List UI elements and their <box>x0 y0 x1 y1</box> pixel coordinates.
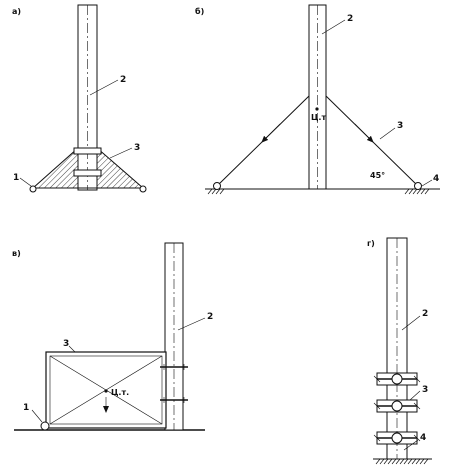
panel-b-center-label: Ц.т <box>311 113 326 122</box>
panel-a-pivot-left <box>29 185 37 193</box>
panel-a-callout-1: 1 <box>13 173 19 183</box>
panel-a-callout-3: 3 <box>134 143 140 153</box>
panel-g-clamp-middle <box>373 399 421 413</box>
panel-g-column <box>386 237 408 460</box>
panel-b-ground <box>205 188 440 195</box>
panel-b-braces <box>216 95 419 187</box>
panel-v-center-mark <box>104 389 108 393</box>
panel-v-callout-2: 2 <box>207 312 213 322</box>
panel-b-column <box>308 4 327 190</box>
panel-a-triangle-support <box>31 146 145 189</box>
panel-v-center-label: Ц.т. <box>111 388 129 397</box>
panel-g-callout-4: 4 <box>420 433 426 443</box>
panel-b-callout-3: 3 <box>397 121 403 131</box>
panel-a-callout-2: 2 <box>120 75 126 85</box>
panel-v-column <box>164 242 184 431</box>
panel-g-clamp-bottom <box>373 431 421 445</box>
panel-v-pivot <box>40 421 50 431</box>
panel-b: б) <box>195 4 440 195</box>
panel-b-angle-label: 45° <box>370 171 385 180</box>
panel-g-label: г) <box>367 239 375 248</box>
panel-a: а) 2 3 1 <box>12 4 147 193</box>
panel-b-label: б) <box>195 6 204 16</box>
panel-g-clamp-top <box>373 372 421 386</box>
panel-b-center-mark <box>315 107 319 111</box>
panel-v-label: в) <box>12 249 21 258</box>
panel-a-pivot-right <box>139 185 147 193</box>
panel-a-label: а) <box>12 7 21 16</box>
panel-a-column <box>77 4 98 191</box>
panel-v: в) Ц.т. 2 <box>12 242 213 431</box>
panel-b-anchor-left <box>213 182 221 190</box>
panel-b-callout-2: 2 <box>347 14 353 24</box>
panel-v-callout-3: 3 <box>63 339 69 349</box>
panel-g-callout-3: 3 <box>422 385 428 395</box>
panel-v-callout-1: 1 <box>23 403 29 413</box>
panel-b-callout-4: 4 <box>433 174 439 184</box>
panel-b-anchor-right <box>414 182 422 190</box>
panel-g-ground <box>373 458 432 465</box>
panel-g-callout-2: 2 <box>422 309 428 319</box>
panel-v-clamps <box>160 364 188 403</box>
panel-g: г) <box>367 237 432 465</box>
